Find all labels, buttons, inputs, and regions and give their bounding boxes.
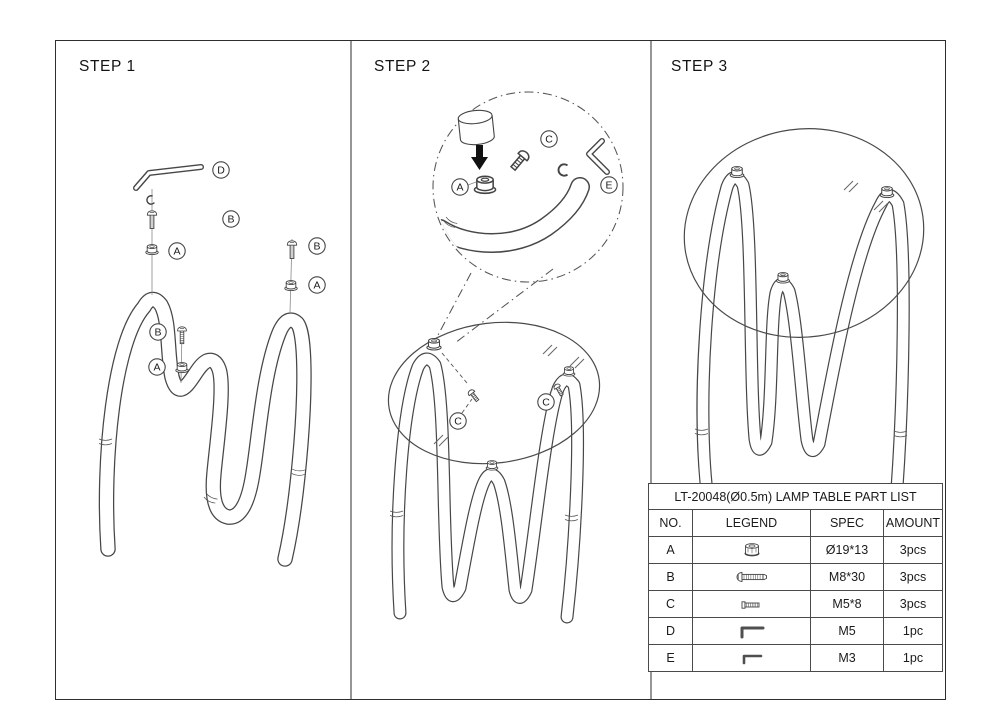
part-legend bbox=[692, 590, 811, 618]
cap-nut-a-part bbox=[284, 280, 298, 292]
part-amount: 3pcs bbox=[883, 590, 943, 618]
table-row: B M8*30 3pcs bbox=[648, 563, 943, 591]
header-legend: LEGEND bbox=[692, 509, 811, 537]
part-legend bbox=[692, 536, 811, 564]
step3-panel bbox=[683, 128, 925, 495]
glass-top bbox=[387, 321, 601, 465]
part-legend bbox=[692, 644, 811, 672]
part-amount: 1pc bbox=[883, 644, 943, 672]
cap-nut-a-part bbox=[426, 338, 442, 351]
screw-c-part bbox=[466, 388, 481, 404]
cap-nut-a-part bbox=[879, 186, 895, 199]
svg-text:A: A bbox=[153, 362, 160, 374]
parts-table-header-row: NO. LEGEND SPEC AMOUNT bbox=[648, 509, 943, 537]
step3-label: STEP 3 bbox=[671, 58, 728, 75]
sheet-border: D B A B A bbox=[55, 40, 946, 700]
cap-nut-a-part bbox=[145, 244, 159, 256]
glass-reflection-mark bbox=[542, 344, 558, 357]
svg-text:C: C bbox=[454, 416, 462, 428]
part-spec: M5*8 bbox=[810, 590, 884, 618]
zoom-detail-circle bbox=[432, 91, 624, 283]
bolt-icon bbox=[736, 572, 767, 583]
part-no: E bbox=[648, 644, 693, 672]
header-no: NO. bbox=[648, 509, 693, 537]
glass-reflection-mark bbox=[569, 356, 585, 369]
header-amount: AMOUNT bbox=[883, 509, 943, 537]
svg-text:A: A bbox=[456, 182, 463, 194]
bolt-b-part bbox=[146, 210, 158, 229]
step2-panel: C C bbox=[387, 91, 624, 624]
table-row: E M3 1pc bbox=[648, 644, 943, 672]
part-spec: M3 bbox=[810, 644, 884, 672]
zoomed-cap-nut-a bbox=[473, 175, 497, 195]
table-row: D M5 1pc bbox=[648, 617, 943, 645]
part-amount: 3pcs bbox=[883, 536, 943, 564]
callout-b: B bbox=[222, 210, 240, 228]
diagram-canvas: D B A B A bbox=[98, 41, 925, 699]
step2-label: STEP 2 bbox=[374, 58, 431, 75]
allen-key-icon bbox=[742, 654, 762, 665]
svg-text:B: B bbox=[154, 327, 161, 339]
callout-c: C bbox=[449, 412, 467, 430]
header-spec: SPEC bbox=[810, 509, 884, 537]
parts-table: LT-20048(Ø0.5m) LAMP TABLE PART LIST NO.… bbox=[648, 483, 943, 672]
svg-text:C: C bbox=[545, 134, 553, 146]
zoomed-cap-cylinder bbox=[457, 109, 495, 146]
callout-c: C bbox=[537, 393, 555, 411]
step1-label: STEP 1 bbox=[79, 58, 136, 75]
callout-a: A bbox=[148, 358, 166, 376]
part-amount: 3pcs bbox=[883, 563, 943, 591]
glass-reflection-mark bbox=[843, 180, 859, 193]
callout-a: A bbox=[451, 178, 469, 196]
part-legend bbox=[692, 617, 811, 645]
bolt-b-part bbox=[177, 326, 187, 345]
callout-d-letter: D bbox=[217, 165, 225, 177]
insert-arrow bbox=[471, 145, 488, 170]
callout-a: A bbox=[308, 276, 326, 294]
cap-nut-a-part bbox=[729, 166, 745, 179]
part-no: B bbox=[648, 563, 693, 591]
cap-nut-icon bbox=[744, 543, 759, 557]
clip-part bbox=[145, 194, 156, 206]
zoom-detail-content bbox=[435, 177, 590, 253]
callout-e: E bbox=[600, 176, 618, 194]
cap-nut-a-part bbox=[175, 362, 189, 374]
parts-table-title: LT-20048(Ø0.5m) LAMP TABLE PART LIST bbox=[648, 483, 943, 510]
svg-text:B: B bbox=[313, 241, 320, 253]
svg-text:C: C bbox=[542, 397, 550, 409]
cap-nut-a-part bbox=[776, 272, 790, 284]
callout-b: B bbox=[149, 323, 167, 341]
svg-text:A: A bbox=[313, 280, 320, 292]
part-no: C bbox=[648, 590, 693, 618]
part-legend bbox=[692, 563, 811, 591]
part-spec: Ø19*13 bbox=[810, 536, 884, 564]
parts-table-title-row: LT-20048(Ø0.5m) LAMP TABLE PART LIST bbox=[648, 483, 943, 510]
callout-d: D bbox=[212, 161, 230, 179]
callout-b: B bbox=[308, 237, 326, 255]
part-amount: 1pc bbox=[883, 617, 943, 645]
cap-nut-a-part bbox=[562, 366, 576, 377]
allen-key-icon bbox=[740, 626, 764, 639]
part-no: A bbox=[648, 536, 693, 564]
bolt-b-part bbox=[286, 240, 298, 259]
cap-nut-a-part bbox=[485, 460, 499, 471]
step1-panel: D B A B A bbox=[98, 161, 326, 567]
part-spec: M5 bbox=[810, 617, 884, 645]
zoomed-clip bbox=[557, 163, 569, 177]
part-no: D bbox=[648, 617, 693, 645]
callout-a: A bbox=[168, 242, 186, 260]
glass-top bbox=[683, 128, 925, 338]
table-row: C M5*8 3pcs bbox=[648, 590, 943, 618]
callout-c: C bbox=[540, 130, 558, 148]
svg-text:A: A bbox=[173, 246, 180, 258]
svg-text:B: B bbox=[227, 214, 234, 226]
screw-icon bbox=[741, 601, 759, 609]
table-row: A Ø19*13 3pcs bbox=[648, 536, 943, 564]
svg-text:E: E bbox=[605, 180, 612, 192]
part-spec: M8*30 bbox=[810, 563, 884, 591]
zoomed-screw-c bbox=[507, 147, 532, 173]
